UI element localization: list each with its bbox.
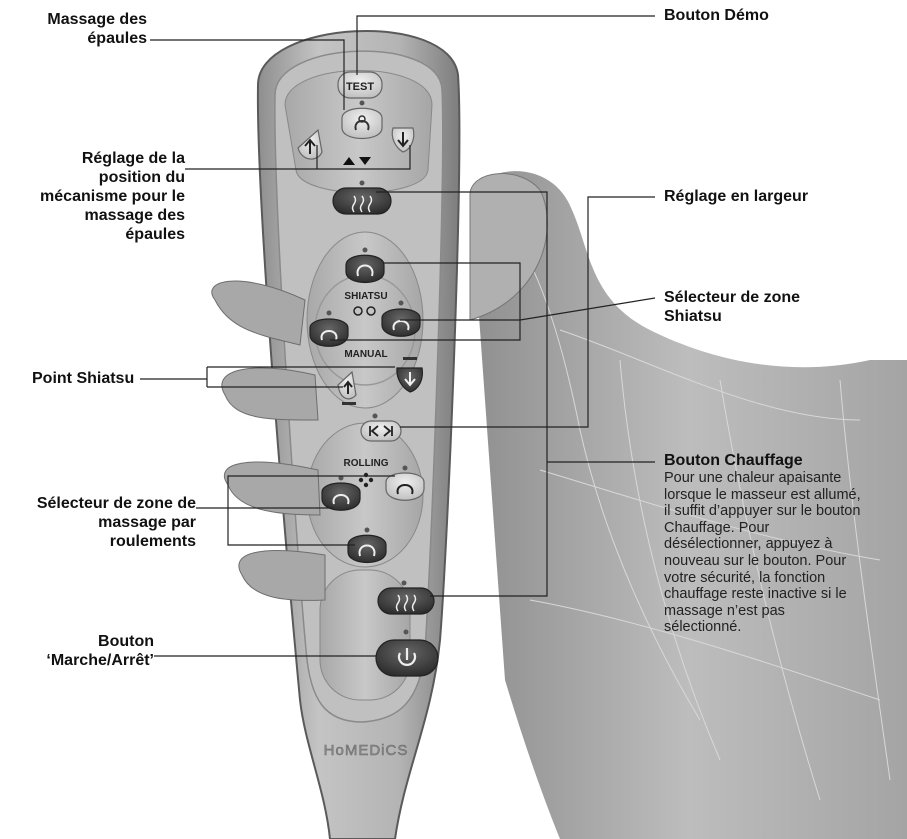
- label-power-button: Bouton ‘Marche/Arrêt’: [0, 632, 154, 670]
- label-shoulder-massage: Massage des épaules: [0, 10, 147, 48]
- remote-control: [258, 31, 459, 839]
- label-rolling-zone: Sélecteur de zone de massage par rouleme…: [0, 494, 196, 551]
- heat-button-description: Pour une chaleur apaisante lorsque le ma…: [664, 470, 904, 636]
- label-demo-button: Bouton Démo: [664, 6, 769, 25]
- label-shiatsu-zone: Sélecteur de zone Shiatsu: [664, 288, 800, 326]
- rolling-label: ROLLING: [344, 458, 389, 469]
- test-label: TEST: [346, 81, 374, 93]
- manual-label: MANUAL: [344, 349, 387, 360]
- shiatsu-label: SHIATSU: [344, 291, 387, 302]
- label-shiatsu-point: Point Shiatsu: [32, 369, 134, 388]
- label-position-adjust: Réglage de la position du mécanisme pour…: [0, 149, 185, 244]
- brand-logo: HoMEDiCS: [324, 742, 409, 759]
- label-heat-button: Bouton Chauffage: [664, 451, 803, 470]
- label-width-adjust: Réglage en largeur: [664, 187, 808, 206]
